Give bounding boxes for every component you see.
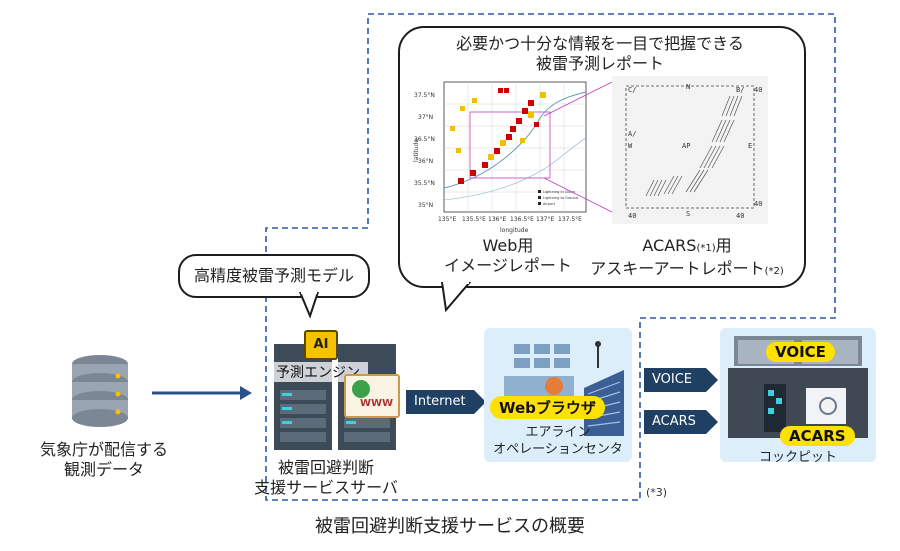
airline-ops-panel: Webブラウザ エアライン オペレーションセンタ — [484, 328, 632, 462]
lon-tick-5: 137°E — [536, 216, 554, 223]
report-heading: 必要かつ十分な情報を一目で把握できる 被雷予測レポート — [398, 34, 802, 74]
lat-tick-4: 36°N — [418, 158, 433, 165]
report-bubble-tail — [440, 282, 472, 312]
map-ylabel: latitude — [413, 139, 420, 162]
lon-tick-6: 137.5°E — [558, 216, 582, 223]
zoom-connector-lines — [543, 79, 617, 215]
acars-tag: ACARS — [780, 426, 855, 446]
cockpit-label: コックピット — [758, 450, 837, 465]
lon-tick-2: 135.5°E — [462, 216, 486, 223]
cockpit-panel: VOICE ACARS コックピット — [720, 328, 876, 465]
lightning-map-plot: 37.5°N 37°N 36.5°N 36°N 35.5°N 35°N 135°… — [413, 81, 587, 234]
map-xlabel: longitude — [500, 227, 529, 234]
ascii-corner-tr: B/ — [736, 86, 744, 94]
database-icon — [72, 355, 128, 427]
ascii-corner-tl: C/ — [628, 86, 636, 94]
voice-tag: VOICE — [766, 342, 835, 362]
server-label-line1: 被雷回避判断 — [277, 458, 374, 477]
www-text: WWW — [360, 398, 394, 409]
ascii-a: A/ — [628, 130, 636, 138]
lon-tick-1: 135°E — [438, 216, 456, 223]
report-heading-line2: 被雷予測レポート — [535, 54, 664, 73]
data-source-line1: 気象庁が配信する — [39, 440, 168, 459]
acars-report-a: ACARS — [642, 236, 697, 255]
globe-icon — [352, 380, 370, 398]
ascii-e: E — [748, 142, 752, 150]
model-bubble: 高精度被雷予測モデル — [178, 254, 370, 298]
ascii-n: N — [686, 83, 690, 91]
model-bubble-tail — [298, 292, 320, 319]
ascii-report-art: C/ N B/ 40 A/ W AP E 40 S 40 40 — [625, 83, 762, 220]
map-legend-2: Lightning to Ground — [543, 196, 578, 200]
lat-tick-5: 35.5°N — [414, 180, 435, 187]
airline-label-line1: エアライン — [525, 425, 591, 440]
acars-report-label: ACARS(*1)用 アスキーアートレポート(*2) — [574, 236, 800, 282]
web-report-label: Web用 イメージレポート — [438, 236, 578, 276]
map-legend-1: Lightning in Cloud — [543, 190, 575, 194]
acars-report-line2: アスキーアートレポート — [590, 259, 765, 278]
server-label-line2: 支援サービスサーバ — [254, 478, 398, 497]
voice-arrow: VOICE — [644, 368, 718, 392]
ascii-right-num: 40 — [754, 200, 762, 208]
acars-arrow: ACARS — [644, 410, 718, 434]
report-heading-line1: 必要かつ十分な情報を一目で把握できる — [456, 34, 744, 53]
ascii-report-image: C/ N B/ 40 A/ W AP E 40 S 40 40 — [612, 76, 768, 224]
lon-tick-3: 136°E — [488, 216, 506, 223]
ascii-bl-num: 40 — [628, 212, 636, 220]
lat-tick-3: 36.5°N — [414, 136, 435, 143]
acars-report-sub: (*1) — [696, 243, 716, 254]
lat-tick-2: 37°N — [418, 114, 433, 121]
airline-label: エアライン オペレーションセンタ — [484, 424, 632, 458]
browser-window-icon: WWW — [344, 374, 400, 418]
lightning-map-image: 37.5°N 37°N 36.5°N 36°N 35.5°N 35°N 135°… — [410, 78, 592, 236]
ai-chip-badge: AI — [304, 330, 338, 360]
ascii-br-num: 40 — [736, 212, 744, 220]
server-label: 被雷回避判断 支援サービスサーバ — [246, 458, 406, 498]
acars-report-sub2: (*2) — [764, 266, 784, 277]
internet-arrow: Internet — [406, 390, 486, 414]
ascii-s: S — [686, 210, 690, 218]
prediction-engine-label: 予測エンジン — [268, 362, 368, 382]
web-browser-tag: Webブラウザ — [490, 396, 605, 419]
airline-label-line2: オペレーションセンタ — [493, 442, 623, 457]
ascii-tr-num: 40 — [754, 86, 762, 94]
ascii-w: W — [628, 142, 633, 150]
lat-tick-6: 35°N — [418, 202, 433, 209]
lon-tick-4: 136.5°E — [510, 216, 534, 223]
note-3: (*3) — [646, 486, 668, 499]
data-source-line2: 観測データ — [63, 460, 144, 479]
data-source-label: 気象庁が配信する 観測データ — [24, 440, 184, 480]
acars-report-b: 用 — [715, 236, 732, 255]
map-legend-3: Airport — [543, 202, 556, 206]
diagram-caption: 被雷回避判断支援サービスの概要 — [315, 516, 585, 537]
web-report-line1: Web用 — [482, 236, 534, 255]
lat-tick-1: 37.5°N — [414, 92, 435, 99]
ascii-ap: AP — [682, 142, 690, 150]
web-report-line2: イメージレポート — [444, 256, 572, 275]
